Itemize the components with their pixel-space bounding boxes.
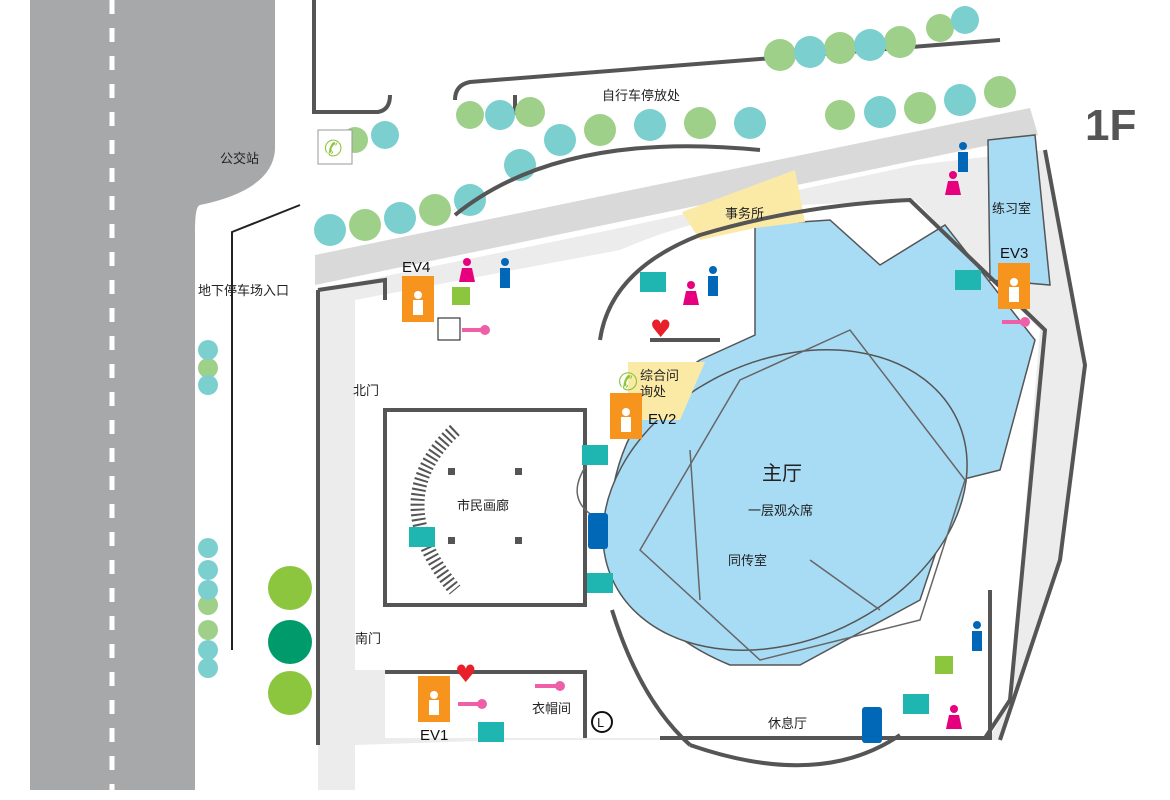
ev3-label: EV3 [1000, 245, 1028, 262]
walls [316, 149, 1088, 768]
ev4-label: EV4 [402, 259, 430, 276]
floor-label: 1F [1085, 101, 1136, 150]
escalator-icon [478, 722, 504, 742]
escalator-icon [582, 445, 608, 465]
walkway-arc [453, 144, 761, 217]
parking-entrance-label: 地下停车场入口 [198, 283, 289, 299]
restroom-female-icon [459, 171, 962, 729]
wheelchair-icon [452, 287, 470, 305]
info-desk-label-2: 询处 [640, 385, 666, 400]
svg-text:✆: ✆ [324, 137, 342, 162]
ev1-label: EV1 [420, 727, 448, 744]
restroom-male-icon [500, 142, 982, 651]
main-hall-label: 主厅 [762, 461, 802, 485]
walkway [315, 108, 1038, 285]
bus-stop-label: 公交站 [220, 151, 259, 167]
office-label: 事务所 [725, 206, 764, 222]
gallery-pillars [448, 468, 522, 544]
lounge-label: 休息厅 [768, 716, 807, 732]
ticket-machine-icon [862, 707, 882, 743]
escalator-icon [903, 694, 929, 714]
phone-icon: ✆ [618, 368, 638, 396]
south-gate-label: 南门 [355, 631, 381, 647]
office-area [682, 170, 805, 240]
practice-room-label: 练习室 [992, 201, 1031, 217]
elevator-icon [418, 676, 450, 722]
info-desk-area [628, 362, 705, 420]
phone-icon: ✆ [317, 129, 353, 165]
road [30, 0, 275, 790]
elevator-icon [610, 393, 642, 439]
elevator-icon [402, 276, 434, 322]
cloakroom-label: 衣帽间 [532, 701, 571, 717]
gallery-stair [410, 424, 461, 595]
parking-entrance-line [231, 204, 301, 650]
locker-icon [591, 711, 613, 733]
key-icon [458, 317, 1030, 709]
north-gate-label: 北门 [353, 384, 379, 399]
ticket-machine-icon [588, 513, 608, 549]
aed-icon: ♥ [455, 660, 477, 688]
locker-icon-letter: L [597, 716, 604, 730]
escalator-icon [955, 270, 981, 290]
aed-icon: ♥ [650, 315, 672, 343]
main-hall-seating-label: 一层观众席 [748, 503, 813, 519]
info-desk-label-1: 综合问 [640, 369, 679, 384]
stroller-icon [437, 317, 461, 341]
bicycle-parking-label: 自行车停放处 [602, 88, 680, 104]
gallery-label: 市民画廊 [457, 498, 509, 514]
wheelchair-icon [935, 656, 953, 674]
bike-parking-wall [312, 0, 1001, 115]
trees [198, 6, 1016, 715]
ev2-label: EV2 [648, 411, 676, 428]
escalator-icon [640, 272, 666, 292]
escalator-icon [409, 527, 435, 547]
escalator-icon [587, 573, 613, 593]
interpretation-room-label: 同传室 [728, 553, 767, 569]
elevator-icon [998, 263, 1030, 309]
practice-room-area [987, 134, 1051, 286]
